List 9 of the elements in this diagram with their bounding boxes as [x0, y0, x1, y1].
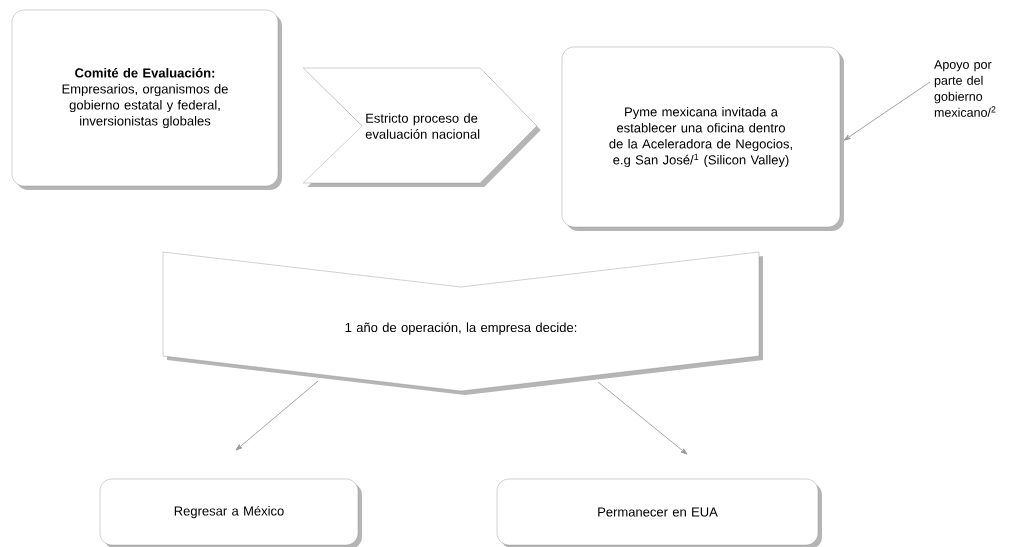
rounded-box: Pyme mexicana invitada a establecer una oficina dentro de la Aceleradora de Negocios, e.g San José/$^{1}$ (Silicon Valley): [561, 46, 844, 231]
arrow: [235, 380, 319, 451]
edge-label: Estricto proceso de evaluación nacional: [365, 113, 480, 139]
arrow: [597, 381, 688, 455]
rounded-box: Regresar a México: [99, 478, 362, 547]
note-text: Apoyo por parte del gobierno mexicano/$^{2}$: [934, 60, 996, 117]
rounded-box: Comité de Evaluación: Empresarios, organismos de gobierno estatal y federal, inversionistas globales: [11, 9, 282, 190]
arrow: [843, 81, 931, 141]
rounded-box: Permanecer en EUA: [496, 478, 822, 547]
